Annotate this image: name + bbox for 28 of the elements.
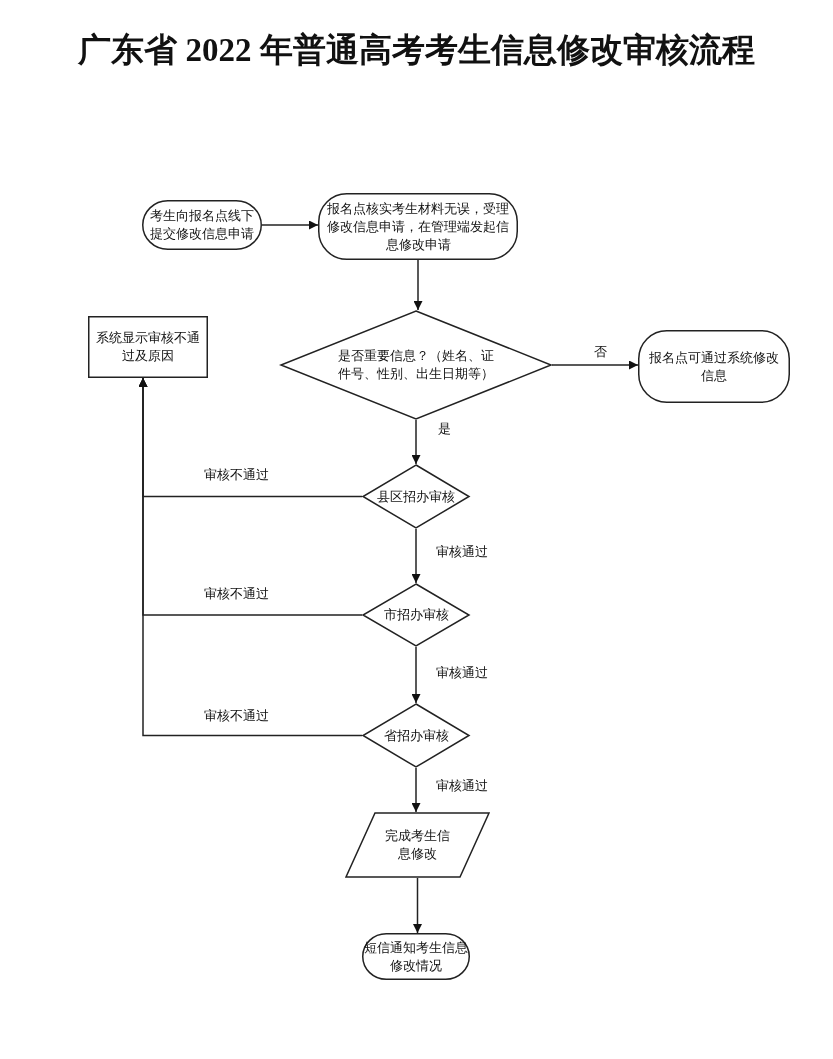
arrow	[138, 377, 363, 737]
edge-label: 是	[436, 420, 453, 438]
process-box: 系统显示审核不通过及原因	[88, 316, 208, 378]
arrow	[411, 528, 421, 584]
terminal-box: 考生向报名点线下提交修改信息申请	[142, 200, 262, 250]
edge-label: 审核不通过	[202, 585, 271, 603]
edge-label: 否	[592, 343, 609, 361]
decision-diamond: 省招办审核	[362, 703, 470, 768]
edge-label: 审核不通过	[202, 466, 271, 484]
arrow	[413, 877, 422, 934]
arrow	[261, 220, 319, 230]
decision-diamond: 县区招办审核	[362, 464, 470, 529]
decision-diamond: 是否重要信息？（姓名、证件号、性别、出生日期等）	[280, 310, 552, 420]
arrow	[411, 767, 421, 813]
decision-diamond: 市招办审核	[362, 583, 470, 647]
edge-label: 审核不通过	[202, 707, 271, 725]
terminal-box: 报名点核实考生材料无误，受理修改信息申请，在管理端发起信息修改申请	[318, 193, 518, 260]
arrow	[551, 360, 639, 370]
arrow	[411, 646, 421, 704]
arrow	[411, 419, 421, 465]
terminal-box: 短信通知考生信息修改情况	[362, 933, 470, 980]
title: 广东省 2022 年普通高考考生信息修改审核流程	[77, 31, 756, 70]
edge-label: 审核通过	[434, 543, 490, 561]
arrow	[413, 259, 423, 311]
terminal-box: 报名点可通过系统修改信息	[638, 330, 790, 403]
data-parallelogram: 完成考生信息修改	[345, 812, 490, 878]
edge-label: 审核通过	[434, 777, 490, 795]
edge-label: 审核通过	[434, 664, 490, 682]
